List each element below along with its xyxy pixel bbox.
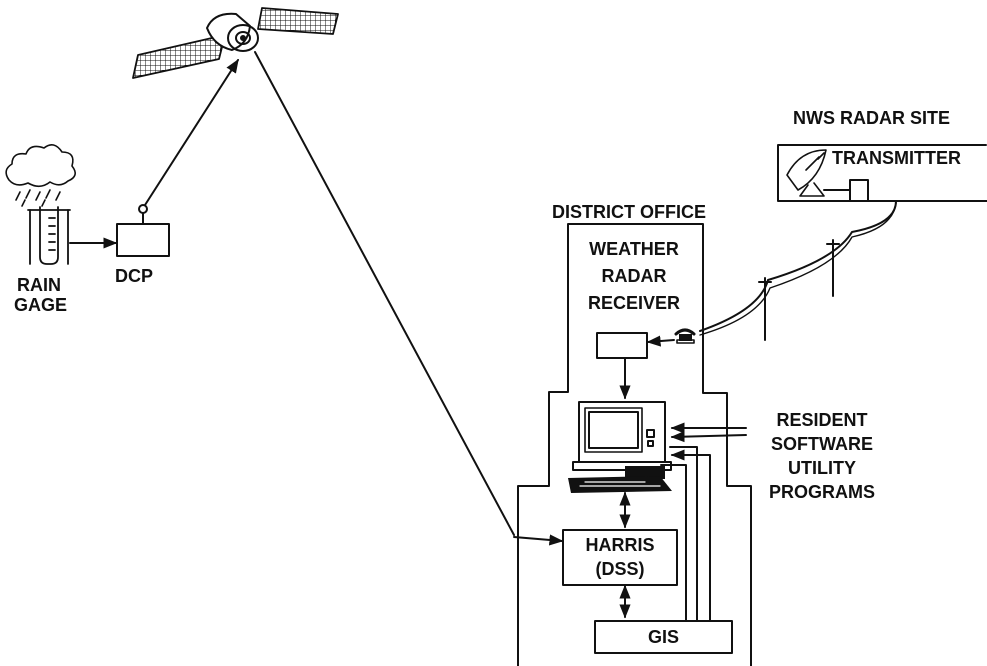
satellite-downlink-line (255, 52, 514, 535)
rain-gage-icon (28, 207, 70, 264)
dcp-box (117, 224, 169, 256)
software-label-line1: RESIDENT (752, 408, 892, 432)
resident-software-label: RESIDENT SOFTWARE UTILITY PROGRAMS (752, 408, 892, 504)
harris-dss-label: HARRIS (DSS) (563, 533, 677, 581)
rain-gage-label: RAIN GAGE (14, 275, 64, 315)
utility-pole-near-icon (759, 278, 771, 340)
receiver-box (597, 333, 647, 358)
phone-to-receiver-arrow (648, 340, 674, 342)
rain-gage-label-line1: RAIN (14, 275, 64, 295)
transmitter-box (850, 180, 868, 201)
gis-label: GIS (595, 627, 732, 647)
downlink-to-harris-arrow (514, 537, 562, 541)
dcp-label: DCP (115, 266, 153, 286)
software-label-line3: UTILITY (752, 456, 892, 480)
nws-radar-site-label: NWS RADAR SITE (793, 108, 950, 128)
transmitter-label: TRANSMITTER (832, 148, 961, 168)
receiver-label-line2: RADAR (574, 263, 694, 290)
harris-label-line2: (DSS) (563, 557, 677, 581)
phone-line (700, 201, 896, 331)
dcp-antenna-tip (139, 205, 147, 213)
receiver-label-line1: WEATHER (574, 236, 694, 263)
receiver-label-line3: RECEIVER (574, 290, 694, 317)
computer-icon (568, 402, 672, 493)
software-label-line2: SOFTWARE (752, 432, 892, 456)
weather-radar-receiver-label: WEATHER RADAR RECEIVER (574, 236, 694, 317)
harris-label-line1: HARRIS (563, 533, 677, 557)
telephone-icon (676, 330, 694, 343)
radar-dish-icon (787, 150, 826, 196)
rain-cloud-icon (6, 145, 75, 206)
dcp-uplink-line (145, 60, 238, 205)
satellite-icon (133, 8, 338, 78)
district-office-label: DISTRICT OFFICE (552, 202, 706, 222)
rain-gage-label-line2: GAGE (14, 295, 64, 315)
software-label-line4: PROGRAMS (752, 480, 892, 504)
